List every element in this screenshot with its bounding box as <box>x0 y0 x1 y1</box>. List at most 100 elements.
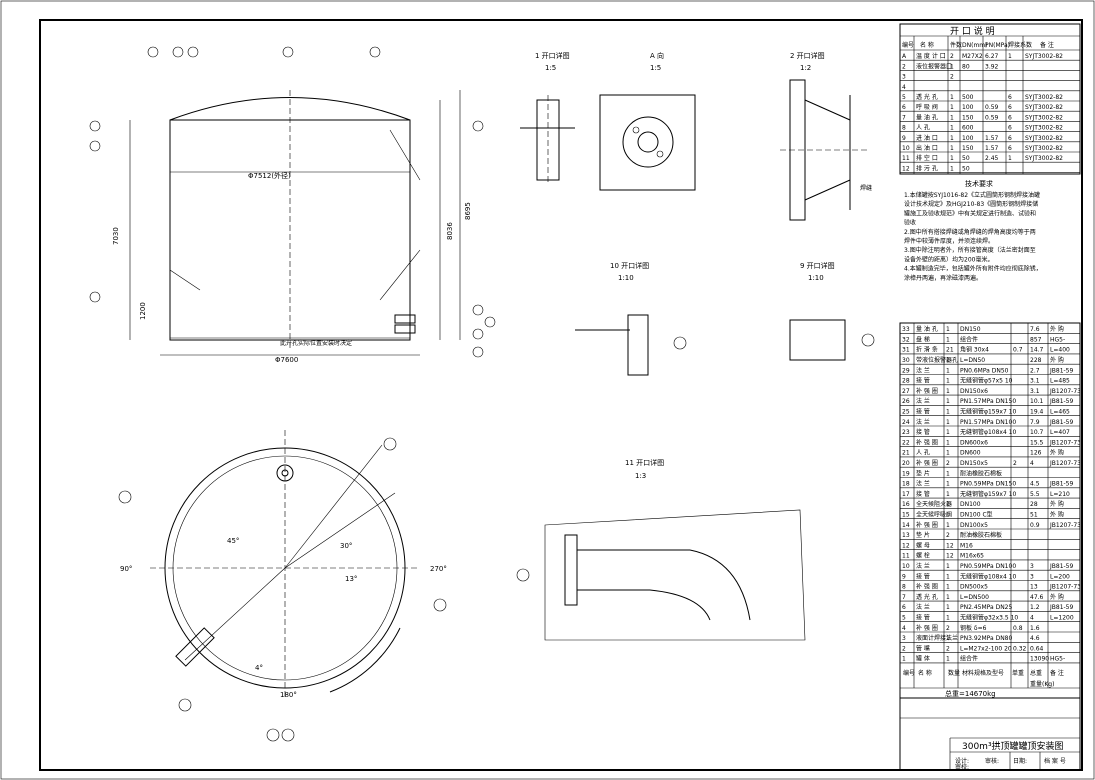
tech-req-title: 技术要求 <box>965 179 993 188</box>
detail-11-bend-inner <box>649 589 711 621</box>
label-design: 设计: <box>955 757 969 765</box>
parts-cell: 罐 体 <box>916 655 930 663</box>
detail-A-flange <box>622 116 674 168</box>
parts-cell: 7 <box>902 594 906 601</box>
callout-4 <box>172 46 184 58</box>
parts-cell: 23 <box>902 429 910 436</box>
parts-cell: 12 <box>946 553 954 560</box>
parts-cell: 28 <box>1030 501 1038 508</box>
parts-cell: DN500x5 <box>960 584 988 591</box>
opening-cell: 100 <box>962 104 974 111</box>
parts-cell: 13 <box>902 532 910 539</box>
leader-25 <box>379 249 421 301</box>
parts-cell: 1 <box>946 367 950 374</box>
parts-cell: 22 <box>902 439 910 446</box>
label-review: 审核: <box>985 757 999 765</box>
opening-cell: 150 <box>962 114 974 121</box>
callout-9b <box>472 304 484 316</box>
parts-cell: 补 强 圈 <box>916 624 938 632</box>
parts-cell: PN0.6MPa DN50 <box>960 367 1009 374</box>
callout-17 <box>369 46 381 58</box>
parts-cell: 31 <box>902 347 910 354</box>
parts-cell: 20 <box>902 460 910 467</box>
callout-9c <box>861 333 875 347</box>
parts-cell: 外 购 <box>1050 511 1064 519</box>
parts-cell: L=407 <box>1050 429 1070 436</box>
parts-cell: 6 <box>902 604 906 611</box>
parts-cell: 1 <box>946 501 950 508</box>
callout-7 <box>187 46 199 58</box>
parts-cell: 3.1 <box>1030 388 1040 395</box>
opening-cell: 6 <box>1008 135 1012 142</box>
opening-cell: 5 <box>902 94 906 101</box>
parts-cell: 耐油橡胶石棉板 <box>960 469 1002 477</box>
opening-cell: 透 光 孔 <box>916 93 938 101</box>
opening-cell: 1 <box>950 114 954 121</box>
dim-shell-od: Φ7512(外径) <box>248 171 291 180</box>
parts-cell: 法 兰 <box>916 603 930 611</box>
parts-cell: 13 <box>1030 584 1038 591</box>
parts-cell: 1 <box>946 450 950 457</box>
parts-cell: JB1207-73 <box>1049 439 1081 446</box>
parts-cell: 补 强 圈 <box>916 459 938 467</box>
parts-cell: 1 <box>946 635 950 642</box>
parts-cell: 法 兰 <box>916 562 930 570</box>
opening-cell: 600 <box>962 125 974 132</box>
parts-cell: 1 <box>946 512 950 519</box>
parts-cell: 2 <box>902 645 906 652</box>
opening-cell: 80 <box>962 63 970 70</box>
total-weight: 总重=14670kg <box>945 689 996 698</box>
dim-1200: 1200 <box>139 302 147 320</box>
parts-cell: 0.64 <box>1030 645 1044 652</box>
opening-th-weld: 焊接系数 <box>1008 41 1032 49</box>
opening-cell: 6 <box>1008 114 1012 121</box>
parts-cell: 量 油 孔 <box>916 325 938 333</box>
detail-2: 2 开口详图 1:2 焊缝 <box>780 51 872 221</box>
parts-cell: JB81-59 <box>1049 481 1074 488</box>
detail-11-tank <box>544 509 806 641</box>
opening-cell: 1 <box>950 135 954 142</box>
parts-cell: M16 <box>960 542 973 549</box>
detail-2-scale: 1:2 <box>800 64 811 72</box>
parts-cell: 组合件 <box>960 655 978 663</box>
parts-cell: 垫 片 <box>916 531 930 539</box>
opening-cell: 100 <box>962 135 974 142</box>
dim-8695: 8695 <box>464 202 472 220</box>
opening-cell: 6.27 <box>985 53 999 60</box>
opening-cell: SYJT3002-82 <box>1025 114 1063 121</box>
parts-cell: 补 强 圈 <box>916 583 938 591</box>
parts-cell: PN1.57MPa DN150 <box>960 398 1016 405</box>
opening-cell: SYJT3002-82 <box>1025 53 1063 60</box>
parts-cell: 1 <box>946 594 950 601</box>
parts-cell: 2 <box>946 532 950 539</box>
parts-cell: 1 <box>946 584 950 591</box>
parts-cell: 法 兰 <box>916 397 930 405</box>
parts-cell: 0.7 <box>1013 347 1023 354</box>
parts-cell: 1 <box>902 656 906 663</box>
parts-cell: 1 <box>946 439 950 446</box>
parts-cell: 7.9 <box>1030 419 1040 426</box>
detail-A-bore <box>637 131 659 153</box>
parts-cell: 14.7 <box>1030 347 1044 354</box>
parts-cell: 1 <box>946 409 950 416</box>
parts-cell: 接 管 <box>916 490 930 498</box>
parts-cell: 螺 栓 <box>916 552 930 560</box>
parts-cell: 30 <box>902 357 910 364</box>
parts-cell: 全天候呼吸阀 <box>916 511 952 519</box>
parts-cell: 1 <box>946 326 950 333</box>
opening-cell: 1.57 <box>985 145 999 152</box>
parts-cell: DN150x6 <box>960 388 988 395</box>
plan-view: 90° 270° 180° 45° 30° 13° 4° <box>118 430 447 742</box>
parts-cell: PN0.59MPa DN100 <box>960 563 1016 570</box>
parts-cell: 1 <box>946 378 950 385</box>
opening-cell: 排 污 孔 <box>916 164 938 172</box>
detail-1-label: 1 开口详图 <box>535 51 570 60</box>
parts-cell: PN3.92MPa DN80 <box>960 635 1013 642</box>
opening-table: 开 口 说 明 编号 名 称 件数 DN(mm) PN(MPa) 焊接系数 备 … <box>899 23 1081 175</box>
dim-base-diameter: Φ7600 <box>275 356 298 364</box>
plan-ray-12 <box>284 444 383 569</box>
parts-cell: JB1207-73 <box>1049 388 1081 395</box>
parts-cell: 无缝钢管φ108x4 10 <box>960 572 1017 580</box>
parts-cell: 8 <box>902 584 906 591</box>
